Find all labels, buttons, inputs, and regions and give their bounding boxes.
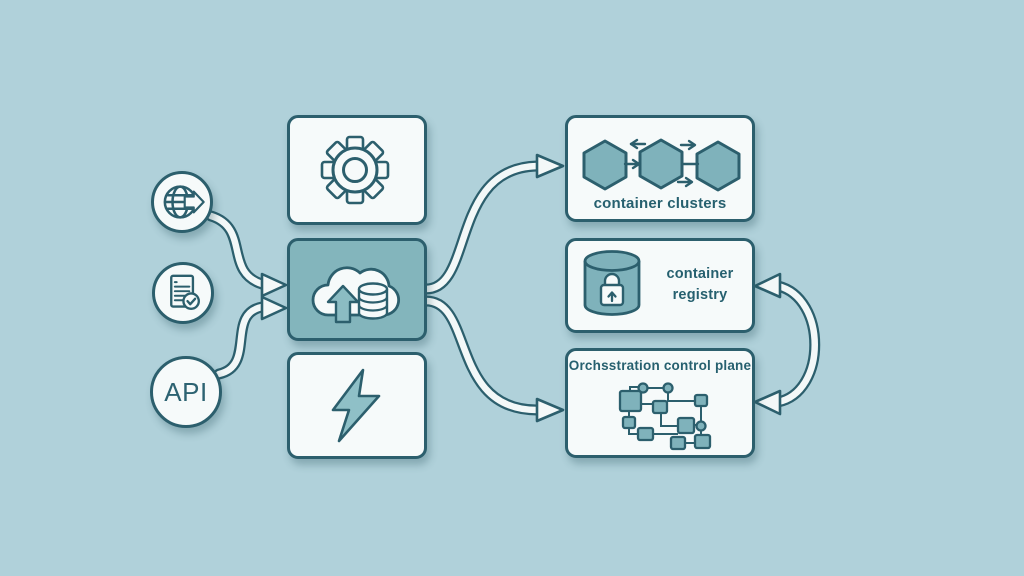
- arrow-heads: [260, 153, 782, 423]
- lightning-bolt-icon: [331, 368, 381, 443]
- container-registry-node: container registry: [565, 238, 755, 333]
- clusters-label: container clusters: [593, 195, 727, 212]
- container-clusters-node: container clusters: [565, 115, 755, 222]
- database-lock-icon: [583, 250, 641, 316]
- network-graph-icon: [618, 382, 712, 451]
- cloud-upload-database-icon: [311, 266, 400, 324]
- document-check-icon: [170, 274, 200, 310]
- source-document-node: [152, 262, 214, 324]
- api-label: API: [164, 376, 208, 407]
- gear-icon: [320, 135, 390, 205]
- globe-arrow-icon: [163, 185, 205, 219]
- arrow-tubes: [205, 160, 821, 416]
- registry-label-line2: registry: [672, 286, 728, 303]
- pipeline-lightning-node: [287, 352, 427, 459]
- orchestration-label: Orchsstration control plane: [568, 358, 752, 373]
- pipeline-cloud-node: [287, 238, 427, 341]
- pipeline-gear-node: [287, 115, 427, 225]
- orchestration-node: Orchsstration control plane: [565, 348, 755, 458]
- hexagon-cluster-icon: [582, 138, 741, 192]
- source-api-node: API: [150, 356, 222, 428]
- registry-label-line1: container: [666, 265, 734, 282]
- registry-label: container registry: [654, 264, 746, 306]
- source-globe-node: [151, 171, 213, 233]
